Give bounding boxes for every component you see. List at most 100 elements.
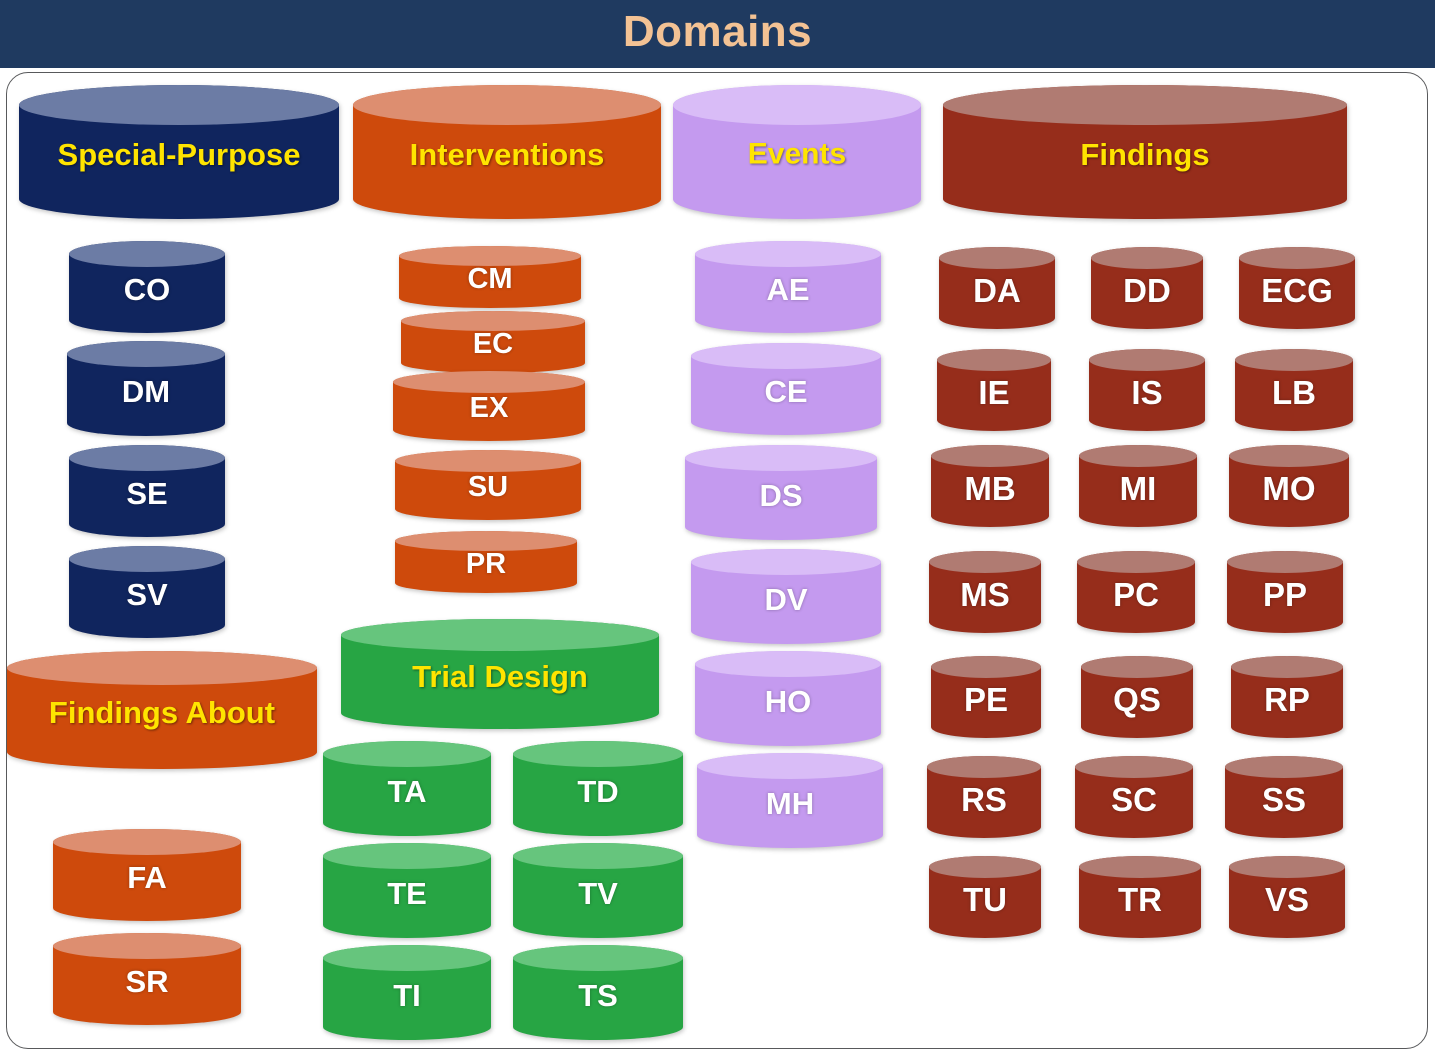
domain-label: SC <box>1111 781 1157 819</box>
domain-label: TU <box>963 881 1007 919</box>
domain-cylinder-sr[interactable]: SR <box>53 933 241 1025</box>
domain-cylinder-tr[interactable]: TR <box>1079 856 1201 938</box>
group-header-findings-about[interactable]: Findings About <box>7 651 317 769</box>
group-header-events[interactable]: Events <box>673 85 921 219</box>
domain-cylinder-sv[interactable]: SV <box>69 546 225 638</box>
domain-cylinder-te[interactable]: TE <box>323 843 491 938</box>
domain-cylinder-ae[interactable]: AE <box>695 241 881 333</box>
cylinder-top <box>929 551 1041 573</box>
cylinder-top <box>69 546 225 572</box>
cylinder-top <box>53 829 241 855</box>
domain-label: PC <box>1113 576 1159 614</box>
domain-cylinder-co[interactable]: CO <box>69 241 225 333</box>
domain-label: TI <box>393 977 421 1013</box>
domain-label: SR <box>125 963 169 999</box>
group-header-trial-design[interactable]: Trial Design <box>341 619 659 729</box>
cylinder-top <box>1225 756 1343 778</box>
domain-label: CO <box>123 271 171 307</box>
cylinder-top <box>695 651 881 677</box>
cylinder-top <box>353 85 661 125</box>
cylinder-top <box>673 85 921 125</box>
domain-label: DM <box>121 373 171 409</box>
domain-cylinder-ss[interactable]: SS <box>1225 756 1343 838</box>
domain-label: TR <box>1118 881 1162 919</box>
domain-cylinder-pc[interactable]: PC <box>1077 551 1195 633</box>
domain-label: HO <box>764 683 812 719</box>
domain-cylinder-se[interactable]: SE <box>69 445 225 537</box>
cylinder-top <box>513 741 683 767</box>
domain-label: LB <box>1272 374 1316 412</box>
cylinder-top <box>1239 247 1355 269</box>
domain-label: TS <box>578 977 618 1013</box>
domain-cylinder-tu[interactable]: TU <box>929 856 1041 938</box>
cylinder-top <box>513 843 683 869</box>
domain-label: RS <box>961 781 1007 819</box>
cylinder-top <box>697 753 883 779</box>
domain-cylinder-qs[interactable]: QS <box>1081 656 1193 738</box>
domain-cylinder-pp[interactable]: PP <box>1227 551 1343 633</box>
domain-cylinder-ta[interactable]: TA <box>323 741 491 836</box>
domain-cylinder-cm[interactable]: CM <box>399 246 581 308</box>
domain-label: DV <box>764 581 808 617</box>
domain-cylinder-rp[interactable]: RP <box>1231 656 1343 738</box>
domain-cylinder-ie[interactable]: IE <box>937 349 1051 431</box>
cylinder-top <box>341 619 659 651</box>
domain-cylinder-pe[interactable]: PE <box>931 656 1041 738</box>
domain-cylinder-da[interactable]: DA <box>939 247 1055 329</box>
domain-cylinder-ds[interactable]: DS <box>685 445 877 540</box>
domain-label: CM <box>467 262 513 295</box>
domain-cylinder-pr[interactable]: PR <box>395 531 577 593</box>
domain-label: MS <box>960 576 1010 614</box>
group-header-findings[interactable]: Findings <box>943 85 1347 219</box>
domain-cylinder-mo[interactable]: MO <box>1229 445 1349 527</box>
domain-cylinder-fa[interactable]: FA <box>53 829 241 921</box>
domain-cylinder-lb[interactable]: LB <box>1235 349 1353 431</box>
domain-label: TA <box>387 773 427 809</box>
group-header-label: Special-Purpose <box>57 136 301 172</box>
cylinder-top <box>1079 445 1197 467</box>
cylinder-top <box>69 445 225 471</box>
group-header-interventions[interactable]: Interventions <box>353 85 661 219</box>
group-header-special-purpose[interactable]: Special-Purpose <box>19 85 339 219</box>
domain-cylinder-ts[interactable]: TS <box>513 945 683 1040</box>
domain-label: QS <box>1113 681 1161 719</box>
cylinder-top <box>1081 656 1193 678</box>
domain-label: AE <box>766 271 810 307</box>
group-header-label: Interventions <box>409 136 605 172</box>
domain-label: PE <box>963 681 1009 719</box>
domain-cylinder-ec[interactable]: EC <box>401 311 585 373</box>
domain-cylinder-td[interactable]: TD <box>513 741 683 836</box>
domain-cylinder-vs[interactable]: VS <box>1229 856 1345 938</box>
domain-cylinder-ms[interactable]: MS <box>929 551 1041 633</box>
domain-cylinder-dd[interactable]: DD <box>1091 247 1203 329</box>
cylinder-top <box>323 843 491 869</box>
domain-cylinder-tv[interactable]: TV <box>513 843 683 938</box>
domain-cylinder-ho[interactable]: HO <box>695 651 881 746</box>
domain-cylinder-ce[interactable]: CE <box>691 343 881 435</box>
domain-cylinder-rs[interactable]: RS <box>927 756 1041 838</box>
cylinder-top <box>937 349 1051 371</box>
domain-cylinder-mb[interactable]: MB <box>931 445 1049 527</box>
domain-cylinder-mh[interactable]: MH <box>697 753 883 848</box>
domain-label: MI <box>1119 470 1157 508</box>
domain-cylinder-su[interactable]: SU <box>395 450 581 520</box>
domain-cylinder-dv[interactable]: DV <box>691 549 881 644</box>
page-title: Domains <box>622 7 813 56</box>
domain-cylinder-mi[interactable]: MI <box>1079 445 1197 527</box>
domain-cylinder-ecg[interactable]: ECG <box>1239 247 1355 329</box>
domain-label: DS <box>759 477 803 513</box>
cylinder-top <box>399 246 581 266</box>
domain-cylinder-ti[interactable]: TI <box>323 945 491 1040</box>
domain-cylinder-dm[interactable]: DM <box>67 341 225 436</box>
cylinder-top <box>929 856 1041 878</box>
domain-label: MO <box>1262 470 1316 508</box>
cylinder-top <box>927 756 1041 778</box>
domain-cylinder-ex[interactable]: EX <box>393 371 585 441</box>
domain-label: TD <box>577 773 619 809</box>
domain-label: IS <box>1131 374 1163 412</box>
cylinder-top <box>67 341 225 367</box>
domain-cylinder-sc[interactable]: SC <box>1075 756 1193 838</box>
domain-cylinder-is[interactable]: IS <box>1089 349 1205 431</box>
cylinder-top <box>931 445 1049 467</box>
cylinder-top <box>1227 551 1343 573</box>
